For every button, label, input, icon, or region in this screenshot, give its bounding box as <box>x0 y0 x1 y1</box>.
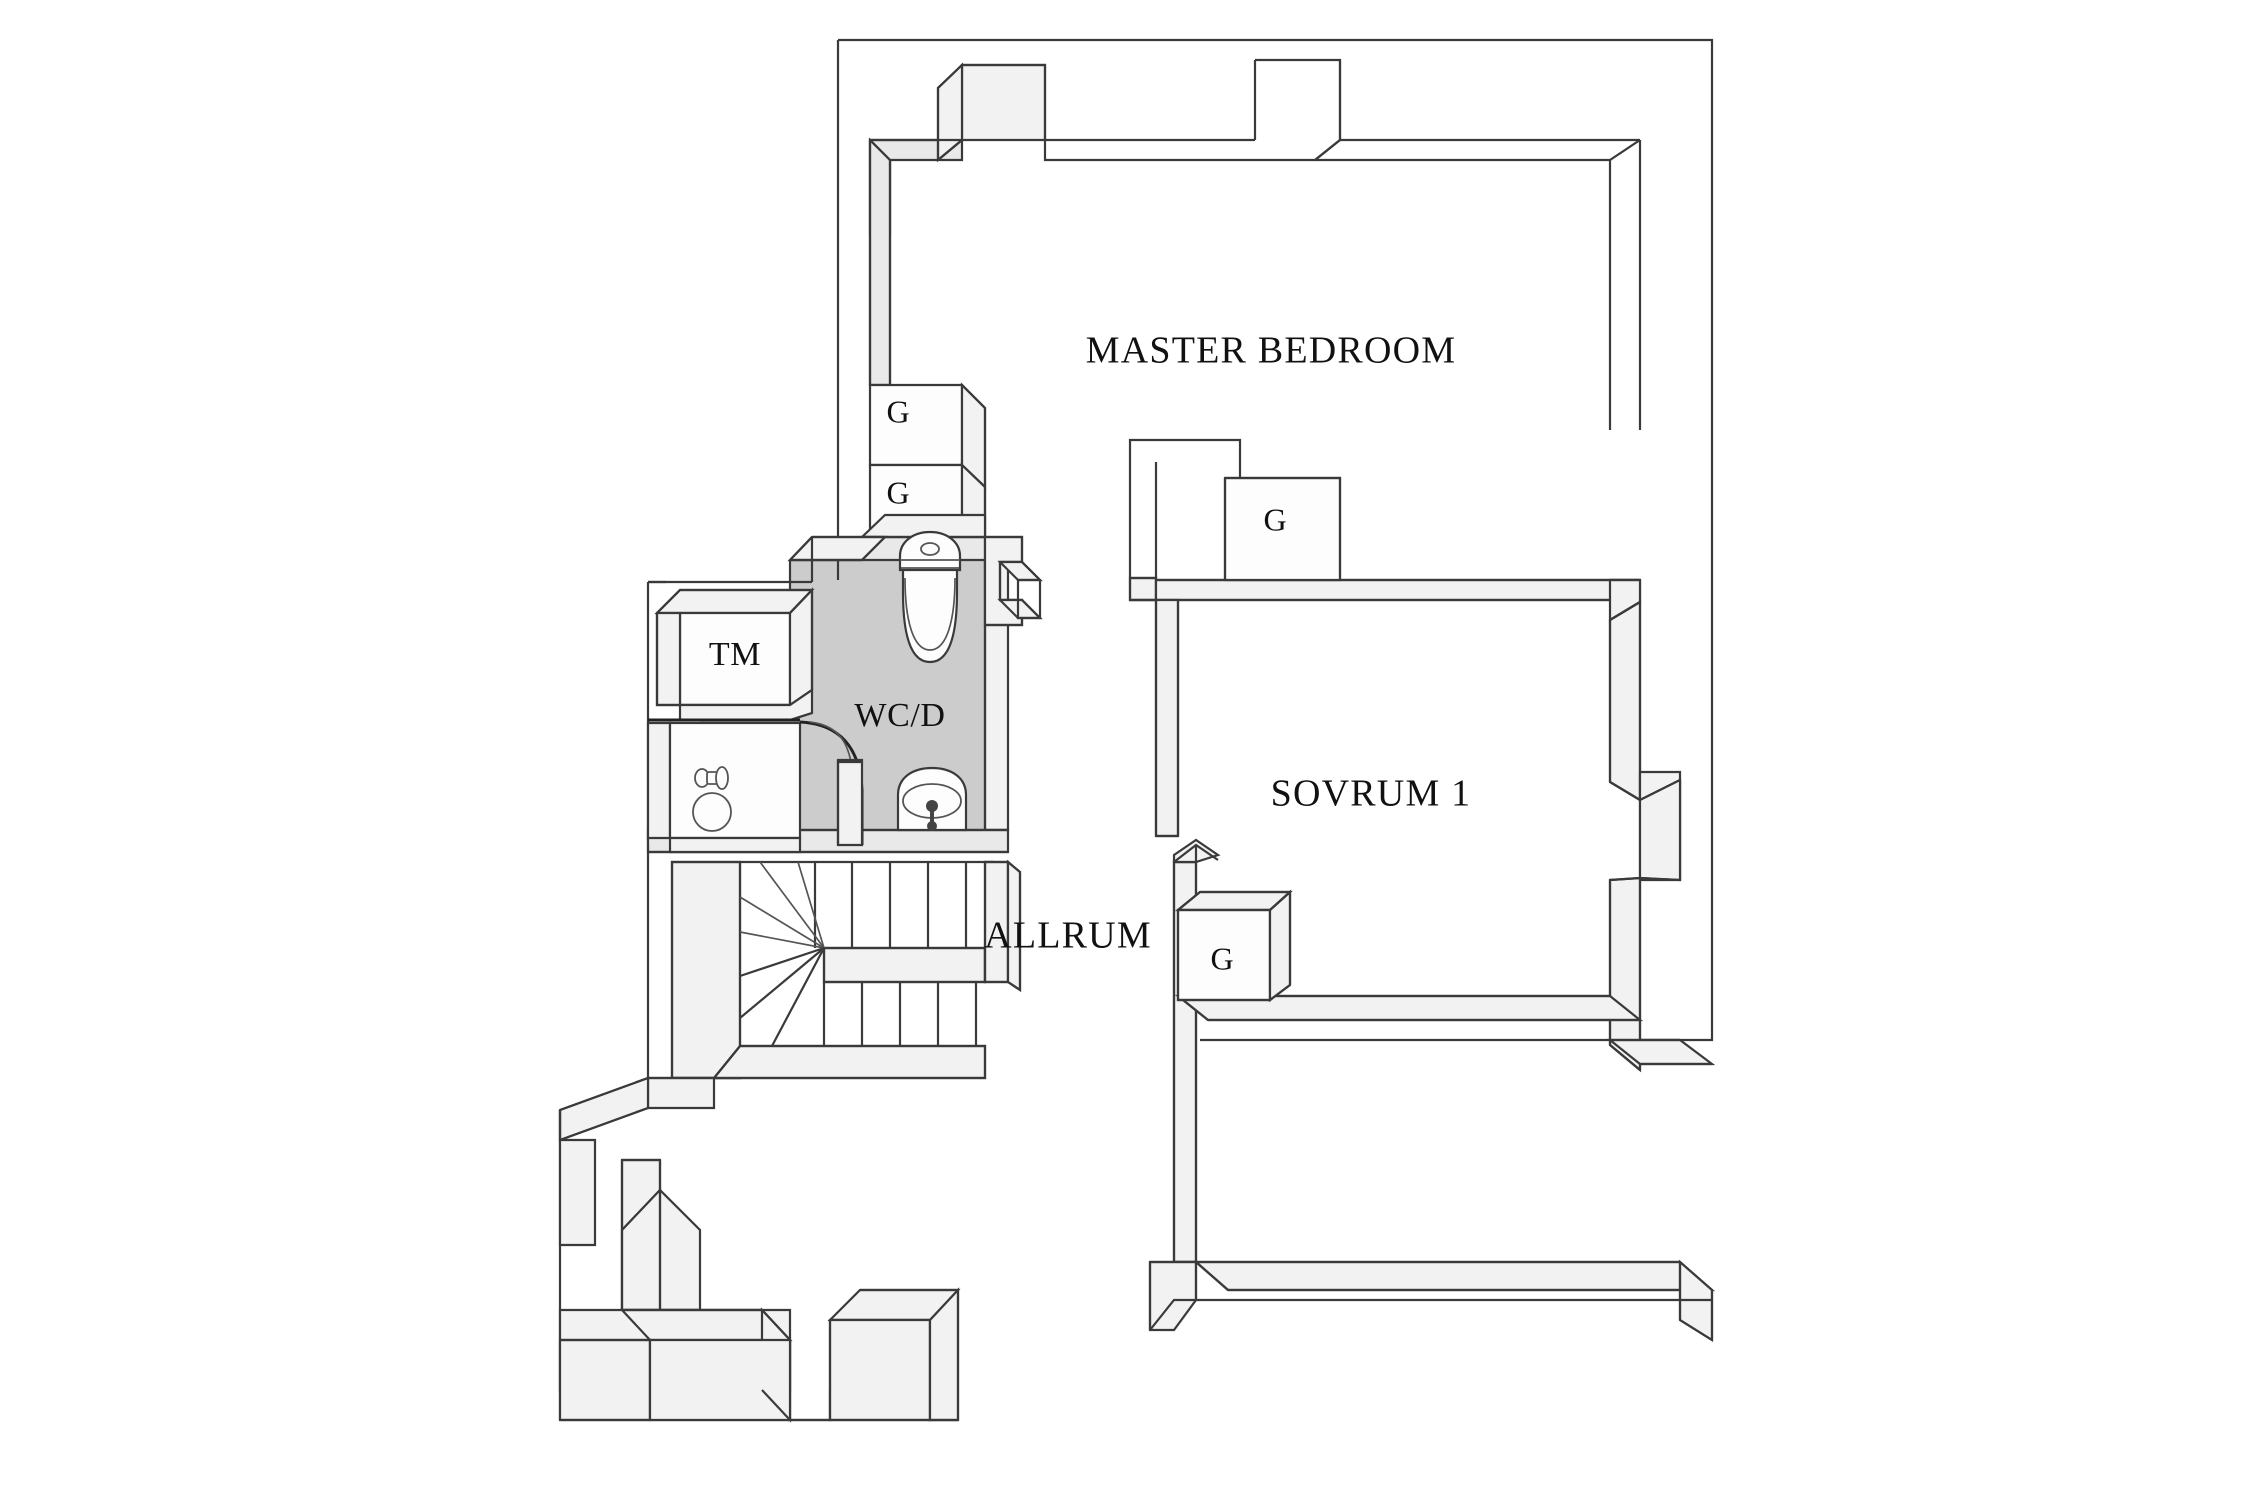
washbasin-fixture[interactable] <box>896 766 968 832</box>
basin-spout-icon <box>930 808 934 824</box>
closet-sovrum[interactable] <box>1174 889 1293 1003</box>
allrum-lower-walls <box>558 845 793 1423</box>
building-outline <box>836 38 1714 1042</box>
wall-right-sovrum <box>1606 600 1716 1073</box>
closet-labels-layer: G G G G TM <box>709 393 1287 976</box>
label-closet-sovrum: G <box>1210 940 1233 976</box>
label-closet-left-lower: G <box>886 474 909 510</box>
shower-mixer-icon <box>694 766 729 790</box>
wall-top-master <box>868 58 1642 430</box>
basin-tap-icon <box>926 800 938 812</box>
label-master-bedroom: MASTER BEDROOM <box>1086 330 1456 372</box>
wc-door-jamb <box>983 535 1043 627</box>
label-washing-machine: TM <box>709 636 761 673</box>
washing-machine[interactable] <box>654 587 815 722</box>
shower-enclosure[interactable] <box>646 718 864 854</box>
label-closet-master: G <box>1263 501 1286 537</box>
label-sovrum-1: SOVRUM 1 <box>1271 773 1472 815</box>
label-wc-d: WC/D <box>854 697 945 734</box>
label-allrum: ALLRUM <box>984 915 1152 957</box>
toilet-fixture[interactable] <box>898 530 962 664</box>
closet-master[interactable] <box>1223 476 1342 582</box>
wall-bottom-sovrum <box>1193 1259 1715 1342</box>
room-labels-layer: MASTER BEDROOM SOVRUM 1 ALLRUM WC/D <box>854 330 1472 957</box>
shower-drain-icon <box>692 792 732 832</box>
bottom-center-stub <box>790 1287 961 1422</box>
partition-master-sovrum <box>1128 438 1642 838</box>
label-closet-left-upper: G <box>886 393 909 429</box>
basin-drain-icon <box>927 821 937 831</box>
winder-staircase[interactable] <box>670 859 1022 1090</box>
